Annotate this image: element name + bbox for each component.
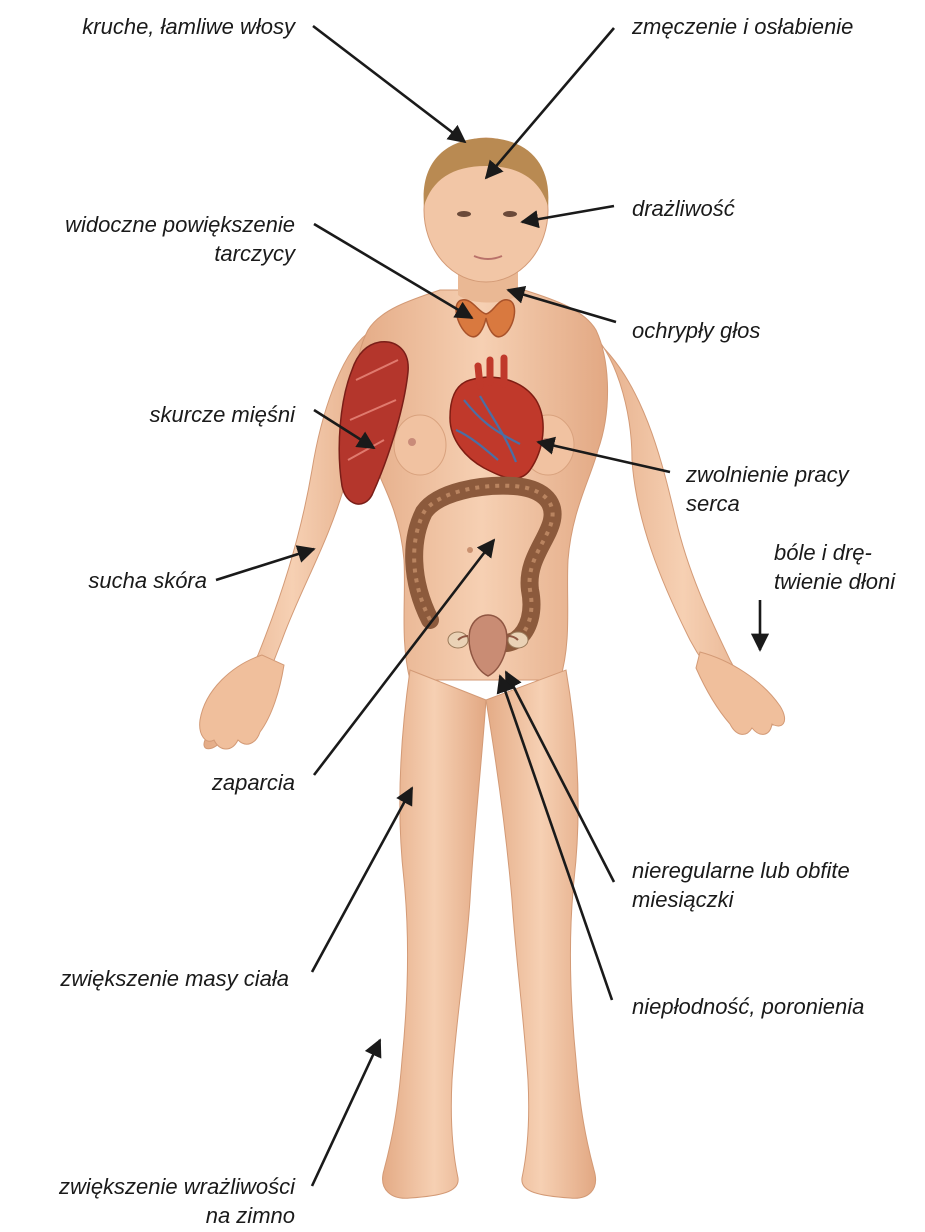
arrow-cold-sensitivity — [312, 1040, 380, 1186]
left-hand — [200, 655, 284, 749]
label-brittle-hair: kruche, łamliwe włosy — [82, 12, 295, 41]
left-leg — [383, 670, 486, 1198]
label-menstruation: nieregularne lub obfite miesiączki — [632, 856, 850, 914]
label-constipation: zaparcia — [212, 768, 295, 797]
label-dry-skin: sucha skóra — [88, 566, 207, 595]
label-slow-heart: zwolnienie pracy serca — [686, 460, 849, 518]
label-muscle-cramps: skurcze mięśni — [150, 400, 295, 429]
label-cold-sensitivity: zwiększenie wrażliwości na zimno — [59, 1172, 295, 1230]
label-hand-pain: bóle i drę- twienie dłoni — [774, 538, 895, 596]
arrow-fatigue — [486, 28, 614, 178]
arrow-brittle-hair — [313, 26, 465, 142]
right-hand — [696, 652, 785, 734]
label-weight-gain: zwiększenie masy ciała — [60, 964, 289, 993]
right-leg — [486, 670, 596, 1198]
label-goiter: widoczne powiększenie tarczycy — [65, 210, 295, 268]
label-hoarse-voice: ochrypły głos — [632, 316, 760, 345]
arrow-weight-gain — [312, 788, 412, 972]
right-arm — [588, 330, 778, 725]
label-fatigue: zmęczenie i osłabienie — [632, 12, 853, 41]
label-infertility: niepłodność, poronienia — [632, 992, 864, 1021]
label-irritability: drażliwość — [632, 194, 735, 223]
